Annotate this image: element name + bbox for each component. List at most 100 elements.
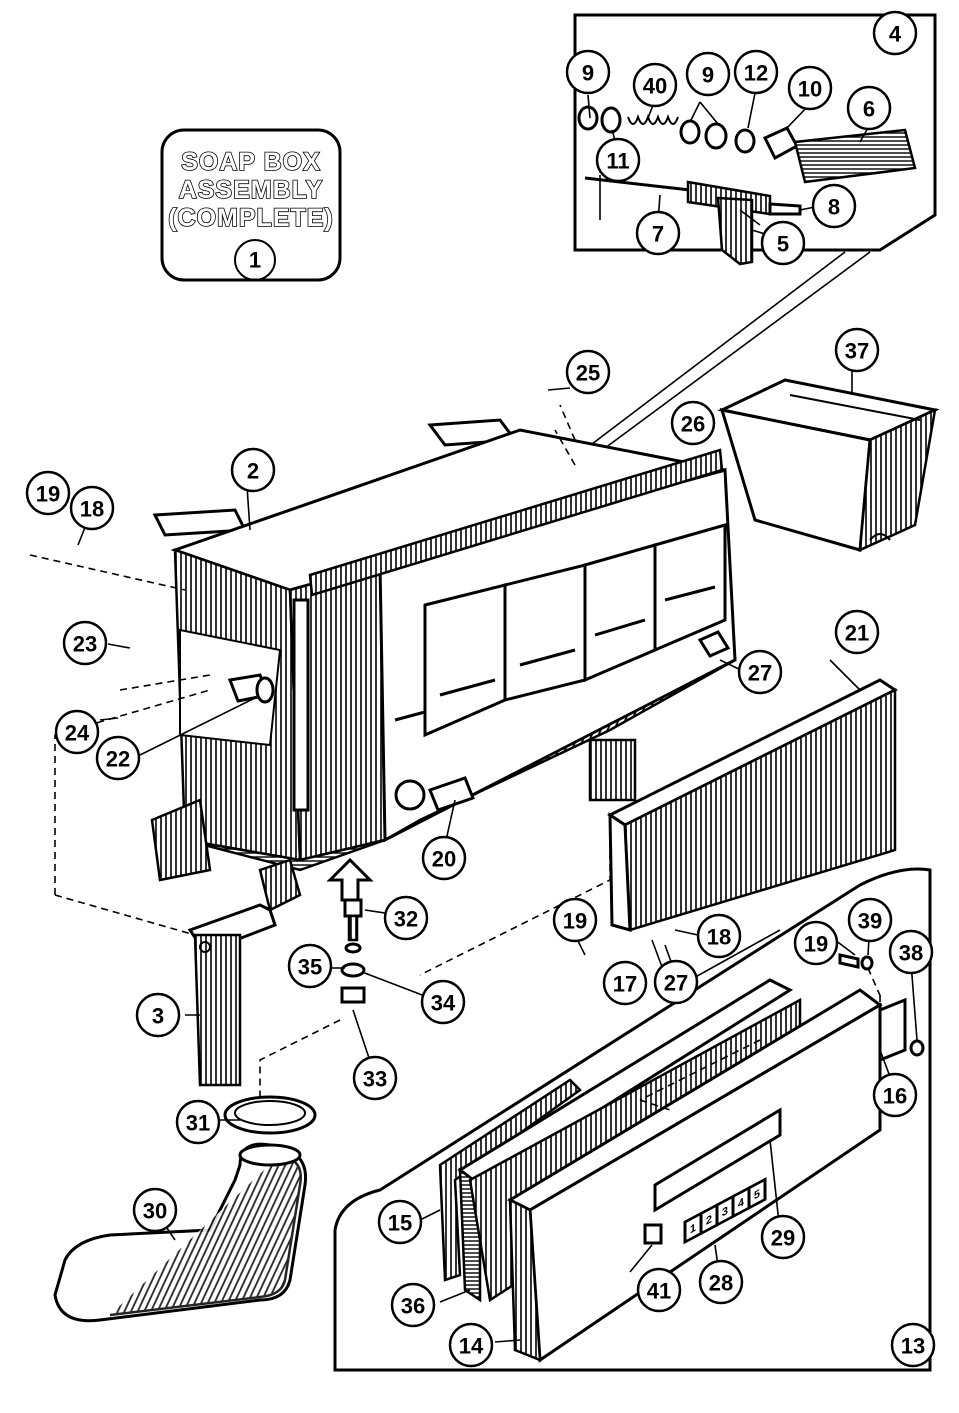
callout-c22: 22 (95, 735, 141, 781)
washer-icon (734, 128, 756, 154)
callout-circle (872, 10, 918, 56)
o-ring-icon (600, 106, 622, 134)
callout-label: 11 (606, 149, 629, 174)
callout-label: 9 (582, 61, 594, 86)
callout-label: 39 (858, 909, 882, 934)
callout-circle (636, 1267, 682, 1313)
selector-label-5: 5 (754, 1187, 761, 1203)
callout-label: 20 (432, 847, 456, 872)
callout-label: 14 (459, 1334, 484, 1359)
callout-c19c: 19 (793, 920, 839, 966)
callout-c35: 35 (287, 943, 333, 989)
spring-icon (627, 114, 679, 125)
callout-label: 34 (431, 991, 456, 1016)
callout-circle (54, 709, 100, 755)
callout-label: 27 (664, 971, 688, 996)
callout-circle (602, 960, 648, 1006)
callout-label: 40 (643, 74, 667, 99)
washer-icon (704, 122, 728, 150)
callout-circle (635, 210, 681, 256)
callout-circle (632, 62, 678, 108)
callout-circle (552, 897, 598, 943)
callout-label: 41 (647, 1279, 671, 1304)
callout-label: 15 (388, 1211, 412, 1236)
callout-c21: 21 (834, 609, 880, 655)
panel-inset-frame (333, 867, 932, 1372)
callout-c29: 29 (760, 1214, 806, 1260)
callout-c31: 31 (175, 1099, 221, 1145)
callout-circle (698, 1259, 744, 1305)
callout-c28: 28 (698, 1259, 744, 1305)
callout-circle (390, 1282, 436, 1328)
drain-elbow (150, 798, 212, 882)
callout-c7: 7 (635, 210, 681, 256)
washer-icon (577, 105, 599, 131)
callout-label: 24 (65, 721, 90, 746)
callout-c11: 11 (595, 137, 641, 183)
bracket-3 (187, 857, 374, 1087)
callout-circle (62, 620, 108, 666)
callout-circle (287, 943, 333, 989)
callout-c10: 10 (787, 65, 833, 111)
hose-assembly (53, 1095, 317, 1323)
callout-circle (733, 49, 779, 95)
callout-c18b: 18 (696, 913, 742, 959)
valve-inset-frame (573, 13, 937, 252)
callout-label: 18 (80, 497, 104, 522)
selector-label-4: 4 (738, 1195, 745, 1211)
callout-c2: 2 (230, 447, 276, 493)
callout-c15: 15 (377, 1199, 423, 1245)
callout-c37: 37 (834, 327, 880, 373)
washer-icon (679, 119, 701, 145)
callout-label: 23 (73, 632, 97, 657)
callout-circle (653, 959, 699, 1005)
callout-c24: 24 (54, 709, 100, 755)
callout-circle (383, 895, 429, 941)
callout-circle (352, 1055, 398, 1101)
callout-c12: 12 (733, 49, 779, 95)
selector-label-3: 3 (722, 1204, 729, 1220)
callout-c33: 33 (352, 1055, 398, 1101)
arrow-up-icon (326, 857, 374, 902)
callout-circle (685, 51, 731, 97)
callout-c30: 30 (132, 1187, 178, 1233)
title-line-3: (COMPLETE) (168, 204, 334, 232)
callout-circle (696, 913, 742, 959)
callout-label: 30 (143, 1199, 167, 1224)
callout-c40: 40 (632, 62, 678, 108)
callout-label: 19 (36, 482, 60, 507)
callout-circle (135, 992, 181, 1038)
callout-c27b: 27 (653, 959, 699, 1005)
soap-cup (717, 378, 940, 553)
callout-circle (25, 470, 71, 516)
callout-circle (377, 1199, 423, 1245)
outlet-spout (588, 738, 637, 802)
callout-label: 8 (828, 195, 840, 220)
callout-circle (737, 649, 783, 695)
selector-label-2: 2 (706, 1212, 713, 1228)
callout-c9b: 9 (685, 51, 731, 97)
callout-circle (834, 609, 880, 655)
callout-circle (872, 1072, 918, 1118)
callout-c14: 14 (448, 1322, 494, 1368)
callout-circle (230, 447, 276, 493)
callout-c25: 25 (565, 349, 611, 395)
callout-label: 19 (563, 909, 587, 934)
callout-circle (565, 349, 611, 395)
callout-c8: 8 (811, 183, 857, 229)
box-front-slot (292, 598, 310, 812)
callout-label: 22 (106, 747, 130, 772)
callout-circle (811, 183, 857, 229)
callout-label: 33 (363, 1067, 387, 1092)
callout-circle (132, 1187, 178, 1233)
callout-circle (420, 979, 466, 1025)
callout-c13: 13 (890, 1322, 936, 1368)
callout-circle (670, 400, 716, 446)
callout-circle (890, 1322, 936, 1368)
callout-c18a: 18 (69, 485, 115, 531)
callout-c9a: 9 (565, 49, 611, 95)
callout-label: 38 (899, 941, 923, 966)
callout-label: 26 (681, 412, 705, 437)
callout-c5: 5 (760, 220, 806, 266)
